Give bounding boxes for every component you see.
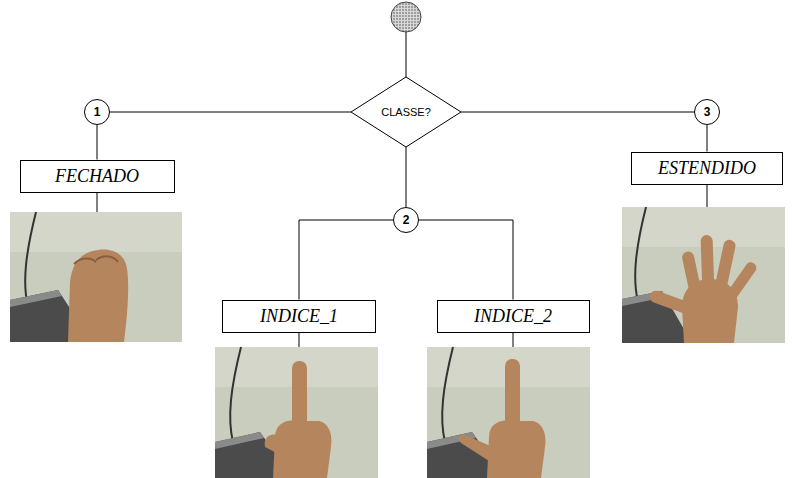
start-line	[406, 32, 407, 77]
node-label: INDICE_2	[474, 306, 552, 327]
node-label: 3	[704, 105, 711, 119]
connector	[707, 125, 708, 152]
class-box: FECHADO	[20, 160, 175, 193]
class-box: INDICE_1	[222, 300, 376, 333]
connector	[406, 147, 407, 207]
branch-number: 3	[694, 99, 720, 125]
photo-line	[513, 333, 514, 347]
connector	[461, 112, 694, 113]
hand-photo	[215, 347, 378, 478]
connector	[419, 220, 513, 300]
decision-diamond: CLASSE?	[351, 77, 461, 147]
branch-number: 2	[393, 207, 419, 233]
node-label: INDICE_1	[260, 306, 338, 327]
branch-number: 1	[84, 99, 110, 125]
connector	[299, 220, 393, 300]
node-label: ESTENDIDO	[658, 158, 756, 179]
start-circle	[391, 2, 421, 32]
node-label: FECHADO	[55, 166, 139, 187]
node-label: CLASSE?	[381, 106, 431, 118]
node-label: 1	[94, 105, 101, 119]
hand-photo	[622, 207, 785, 343]
photo-line	[299, 333, 300, 347]
photo-line	[707, 185, 708, 207]
connector	[110, 112, 351, 113]
class-box: ESTENDIDO	[631, 152, 783, 185]
connector	[97, 125, 98, 160]
class-box: INDICE_2	[437, 300, 590, 333]
photo-line	[97, 193, 98, 212]
hand-photo	[10, 212, 182, 342]
hand-photo	[427, 347, 590, 478]
node-label: 2	[403, 213, 410, 227]
